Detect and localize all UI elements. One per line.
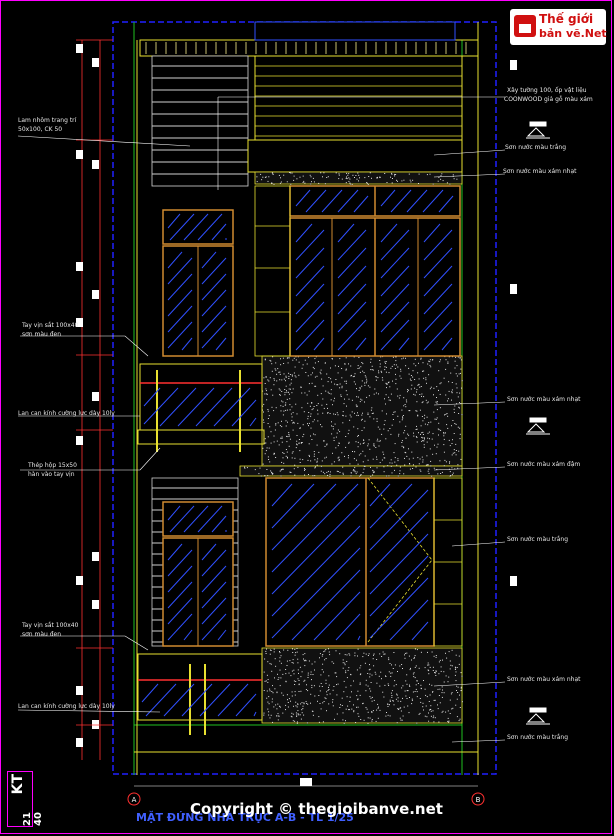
drawing-title: MẶT ĐỨNG NHÀ TRỤC A-B - TL 1/25 bbox=[136, 811, 354, 824]
note-paint-light-grey-3: Sơn nước màu xám nhạt bbox=[507, 676, 581, 683]
note-paint-dark-grey: Sơn nước màu xám đậm bbox=[507, 461, 581, 468]
dimension-lines-left bbox=[81, 40, 101, 760]
canopy bbox=[247, 139, 463, 173]
leader-lines bbox=[17, 96, 506, 743]
note-louver-size: 50x100, CK 50 bbox=[18, 126, 63, 133]
copyright-watermark: Copyright © thegioibanve.net bbox=[190, 800, 443, 818]
note-handrail-color-2: sơn màu đen bbox=[22, 631, 62, 638]
note-paint-white-3: Sơn nước màu trắng bbox=[507, 734, 569, 741]
shelf-column-upper bbox=[254, 185, 291, 357]
note-wall-cladding: Xây tường 100, ốp vật liệu bbox=[507, 87, 587, 94]
sheet-code: KT bbox=[10, 774, 26, 795]
lower-window-group bbox=[265, 477, 435, 647]
note-glass-rail-2: Lan can kính cường lực dày 10ly bbox=[18, 703, 115, 710]
balcony-glass-lower bbox=[137, 653, 263, 721]
sheet-index: 21 40 bbox=[22, 812, 44, 826]
grid-bubble-b bbox=[471, 792, 485, 806]
note-handrail-1: Tay vịn sắt 100x40 bbox=[22, 322, 79, 329]
grid-label-a: A bbox=[132, 796, 137, 804]
note-paint-light-grey-2: Sơn nước màu xám nhạt bbox=[507, 396, 581, 403]
house-icon bbox=[514, 15, 536, 37]
note-paint-light-grey-1: Sơn nước màu xám nhạt bbox=[503, 168, 577, 175]
roof-glass bbox=[254, 21, 456, 41]
texture-band-2 bbox=[261, 355, 463, 467]
lower-door bbox=[162, 501, 234, 647]
parapet bbox=[139, 39, 479, 57]
grid-bubble-a bbox=[127, 792, 141, 806]
upper-window-group bbox=[289, 185, 461, 357]
sheet-number-box: KT 21 40 bbox=[7, 771, 44, 827]
note-handrail-2: Tay vịn sắt 100x40 bbox=[22, 622, 79, 629]
brand-logo: Thế giới bản vẽ.Net bbox=[510, 9, 607, 45]
brand-line2: bản vẽ.Net bbox=[539, 27, 607, 40]
cladding-panel bbox=[151, 55, 249, 187]
grid-label-b: B bbox=[476, 796, 481, 804]
note-wall-material: COONWOOD giả gỗ màu xám bbox=[504, 96, 593, 103]
balcony-slab-upper bbox=[137, 429, 265, 445]
note-paint-white-1: Sơn nước màu trắng bbox=[505, 144, 567, 151]
upper-wall bbox=[254, 55, 463, 141]
note-handrail-color-1: sơn màu đen bbox=[22, 331, 62, 338]
note-glass-rail-1: Lan can kính cường lực dày 10ly bbox=[18, 410, 115, 417]
note-steel-weld: hàn vào tay vịn bbox=[28, 471, 75, 478]
texture-band-4 bbox=[261, 647, 463, 724]
note-louver: Lam nhôm trang trí bbox=[18, 117, 77, 124]
note-steel-box: Thép hộp 15x50 bbox=[28, 462, 77, 469]
note-paint-white-2: Sơn nước màu trắng bbox=[507, 536, 569, 543]
brand-line1: Thế giới bbox=[539, 12, 594, 26]
upper-door bbox=[162, 209, 234, 357]
texture-band-1 bbox=[254, 171, 463, 185]
